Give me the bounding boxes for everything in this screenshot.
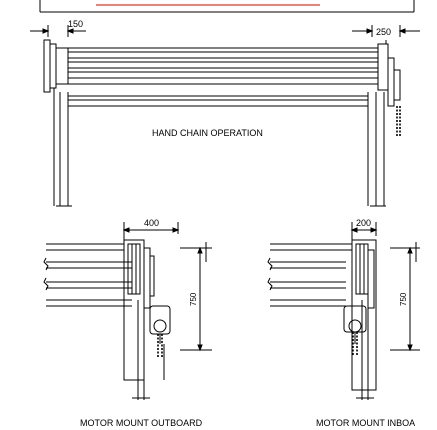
hand-chain-elevation xyxy=(30,25,420,207)
caption-motor-outboard: MOTOR MOUNT OUTBOARD xyxy=(80,418,203,428)
caption-hand-chain: HAND CHAIN OPERATION xyxy=(152,128,263,138)
dim-label-750-inboard: 750 xyxy=(399,292,408,306)
page-frame xyxy=(39,0,415,13)
dim-label-250: 250 xyxy=(376,27,391,37)
dim-label-400: 400 xyxy=(144,218,159,228)
motor-inboard-section xyxy=(267,222,420,400)
dim-label-200: 200 xyxy=(356,218,371,228)
motor-outboard-section xyxy=(43,222,212,400)
caption-motor-inboard: MOTOR MOUNT INBOA xyxy=(316,418,415,428)
dim-label-750-outboard: 750 xyxy=(189,292,198,306)
dim-label-150: 150 xyxy=(68,19,83,29)
